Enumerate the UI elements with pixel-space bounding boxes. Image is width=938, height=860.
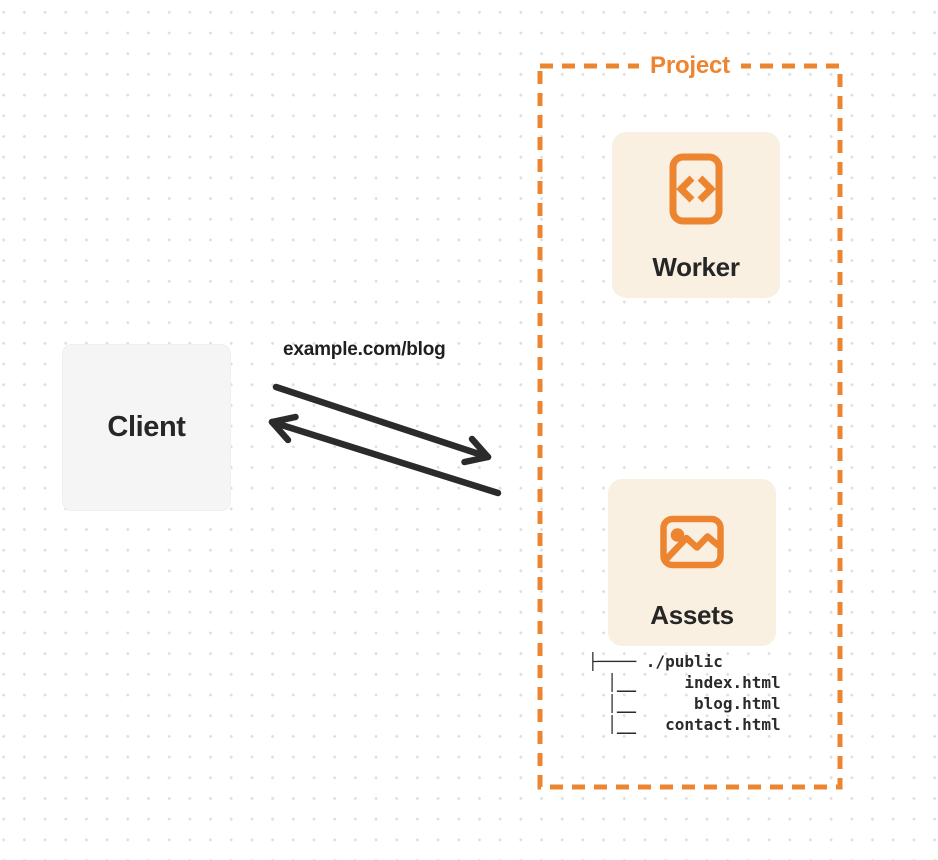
project-label: Project (639, 51, 741, 81)
code-file-icon (669, 153, 723, 225)
assets-label: Assets (650, 600, 734, 630)
project-container: Project Worker Assets ├──── ./public │__… (537, 51, 843, 790)
client-box: Client (62, 344, 231, 511)
project-dashed-border (537, 63, 843, 790)
image-icon (660, 515, 724, 569)
tree-line-index: │__ index.html (588, 673, 781, 692)
client-label: Client (107, 411, 186, 443)
tree-line-contact: │__ contact.html (588, 715, 781, 734)
assets-card: Assets (608, 479, 776, 646)
request-url-label: example.com/blog (283, 339, 446, 360)
worker-label: Worker (652, 252, 740, 282)
response-arrow (268, 413, 502, 497)
tree-line-blog: │__ blog.html (588, 694, 781, 713)
assets-file-tree: ├──── ./public │__ index.html │__ blog.h… (588, 651, 781, 735)
worker-card: Worker (612, 132, 780, 298)
request-arrow (272, 383, 492, 466)
tree-line-public: ├──── ./public (588, 652, 723, 671)
